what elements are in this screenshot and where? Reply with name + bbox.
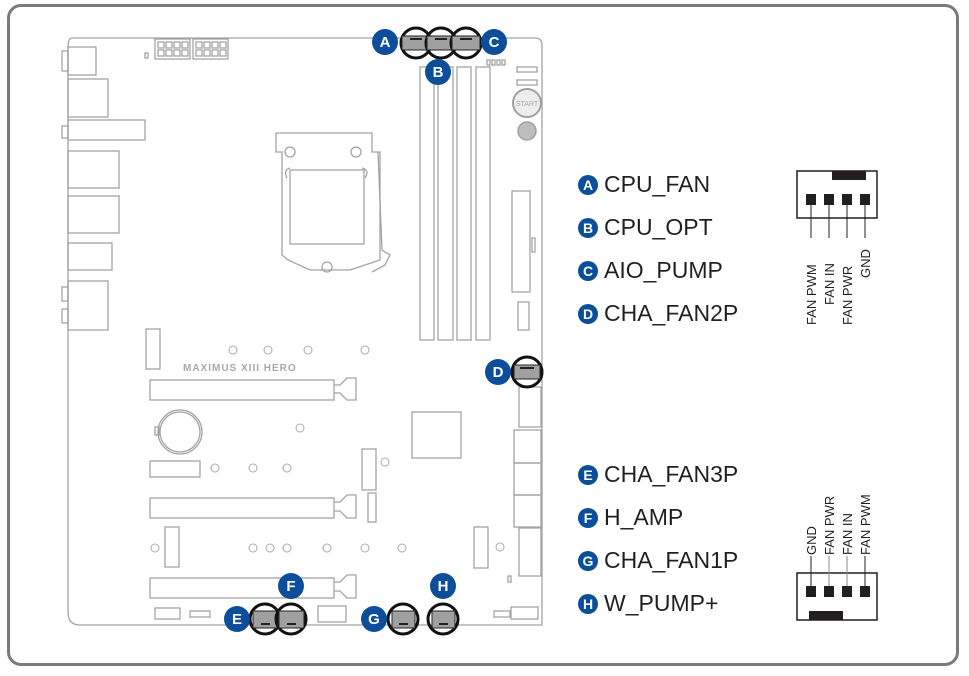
legend-label: CHA_FAN3P — [604, 461, 739, 487]
mounting-holes — [150, 345, 505, 553]
legend-top: A CPU_FAN B CPU_OPT C AIO_PUMP D CHA_FAN… — [578, 163, 738, 335]
badge-b: B — [425, 59, 451, 85]
badge-a: A — [372, 29, 398, 55]
legend-item: C AIO_PUMP — [578, 249, 738, 292]
dimm-slots — [419, 66, 491, 341]
header-h-w-pump[interactable] — [426, 602, 460, 636]
pcie-slot-1 — [149, 377, 357, 401]
atx-24pin-connector — [511, 190, 536, 293]
legend-label: W_PUMP+ — [604, 590, 719, 616]
legend-item: G CHA_FAN1P — [578, 539, 738, 582]
svg-text:B: B — [433, 64, 444, 81]
header-f-h-amp[interactable] — [274, 602, 308, 636]
pcie-slot-3 — [149, 574, 357, 599]
header-g-cha-fan1p[interactable] — [386, 602, 420, 636]
legend-item: B CPU_OPT — [578, 206, 738, 249]
legend-label: CPU_OPT — [604, 214, 713, 240]
legend-item: A CPU_FAN — [578, 163, 738, 206]
svg-text:C: C — [489, 34, 500, 51]
badge-c-icon: C — [578, 260, 598, 281]
board-model-silkscreen: MAXIMUS XIII HERO — [183, 363, 297, 374]
header-c-aio-pump[interactable] — [449, 26, 483, 60]
flex-key-button — [517, 121, 537, 141]
pcie-slot-2 — [149, 494, 357, 519]
svg-text:D: D — [493, 364, 504, 381]
pin-label: GND — [804, 526, 819, 555]
legend-bottom: E CHA_FAN3P F H_AMP G CHA_FAN1P H W_PUMP… — [578, 453, 738, 625]
start-button: START — [512, 88, 542, 118]
svg-text:F: F — [286, 578, 295, 595]
badge-g: G — [361, 606, 387, 632]
header-d-cha-fan2p[interactable] — [510, 355, 544, 389]
svg-text:H: H — [438, 578, 449, 595]
legend-item: H W_PUMP+ — [578, 582, 738, 625]
badge-e: E — [224, 606, 250, 632]
badge-b-icon: B — [578, 217, 598, 238]
badge-d-icon: D — [578, 303, 598, 324]
legend-label: H_AMP — [604, 504, 684, 530]
pin-label: FAN PWR — [840, 266, 855, 325]
legend-label: CHA_FAN1P — [604, 547, 739, 573]
badge-g-icon: G — [578, 550, 598, 571]
cpu-socket — [275, 132, 391, 273]
svg-text:G: G — [368, 611, 380, 628]
board-outline — [67, 37, 543, 626]
pinout-diagram-top: FAN PWM FAN IN FAN PWR GND — [796, 170, 878, 325]
svg-text:E: E — [232, 611, 242, 628]
badge-a-icon: A — [578, 174, 598, 195]
svg-text:A: A — [380, 34, 391, 51]
pin-label: FAN PWM — [804, 264, 819, 325]
cpu-power-connector-2 — [192, 38, 229, 60]
cmos-battery — [157, 409, 203, 455]
chipset — [411, 411, 462, 459]
pin-label: FAN IN — [840, 513, 855, 555]
cpu-power-connector-1 — [154, 38, 191, 60]
legend-label: AIO_PUMP — [604, 257, 723, 283]
badge-f-icon: F — [578, 507, 598, 528]
legend-item: D CHA_FAN2P — [578, 292, 738, 335]
legend-label: CPU_FAN — [604, 171, 711, 197]
pin-label: FAN PWR — [822, 496, 837, 555]
legend-item: F H_AMP — [578, 496, 738, 539]
pin-label: FAN IN — [822, 263, 837, 305]
badge-h: H — [430, 573, 456, 599]
pin-label: FAN PWM — [858, 494, 873, 555]
badge-c: C — [481, 29, 507, 55]
badge-d: D — [485, 359, 511, 385]
badge-h-icon: H — [578, 593, 598, 614]
pinout-diagram-bottom: GND FAN PWR FAN IN FAN PWM — [796, 494, 878, 621]
pin-label: GND — [858, 249, 873, 278]
diagram-frame — [7, 4, 959, 666]
rear-io — [61, 46, 146, 331]
legend-item: E CHA_FAN3P — [578, 453, 738, 496]
badge-f: F — [278, 573, 304, 599]
legend-label: CHA_FAN2P — [604, 300, 739, 326]
svg-text:START: START — [516, 101, 539, 108]
badge-e-icon: E — [578, 464, 598, 485]
